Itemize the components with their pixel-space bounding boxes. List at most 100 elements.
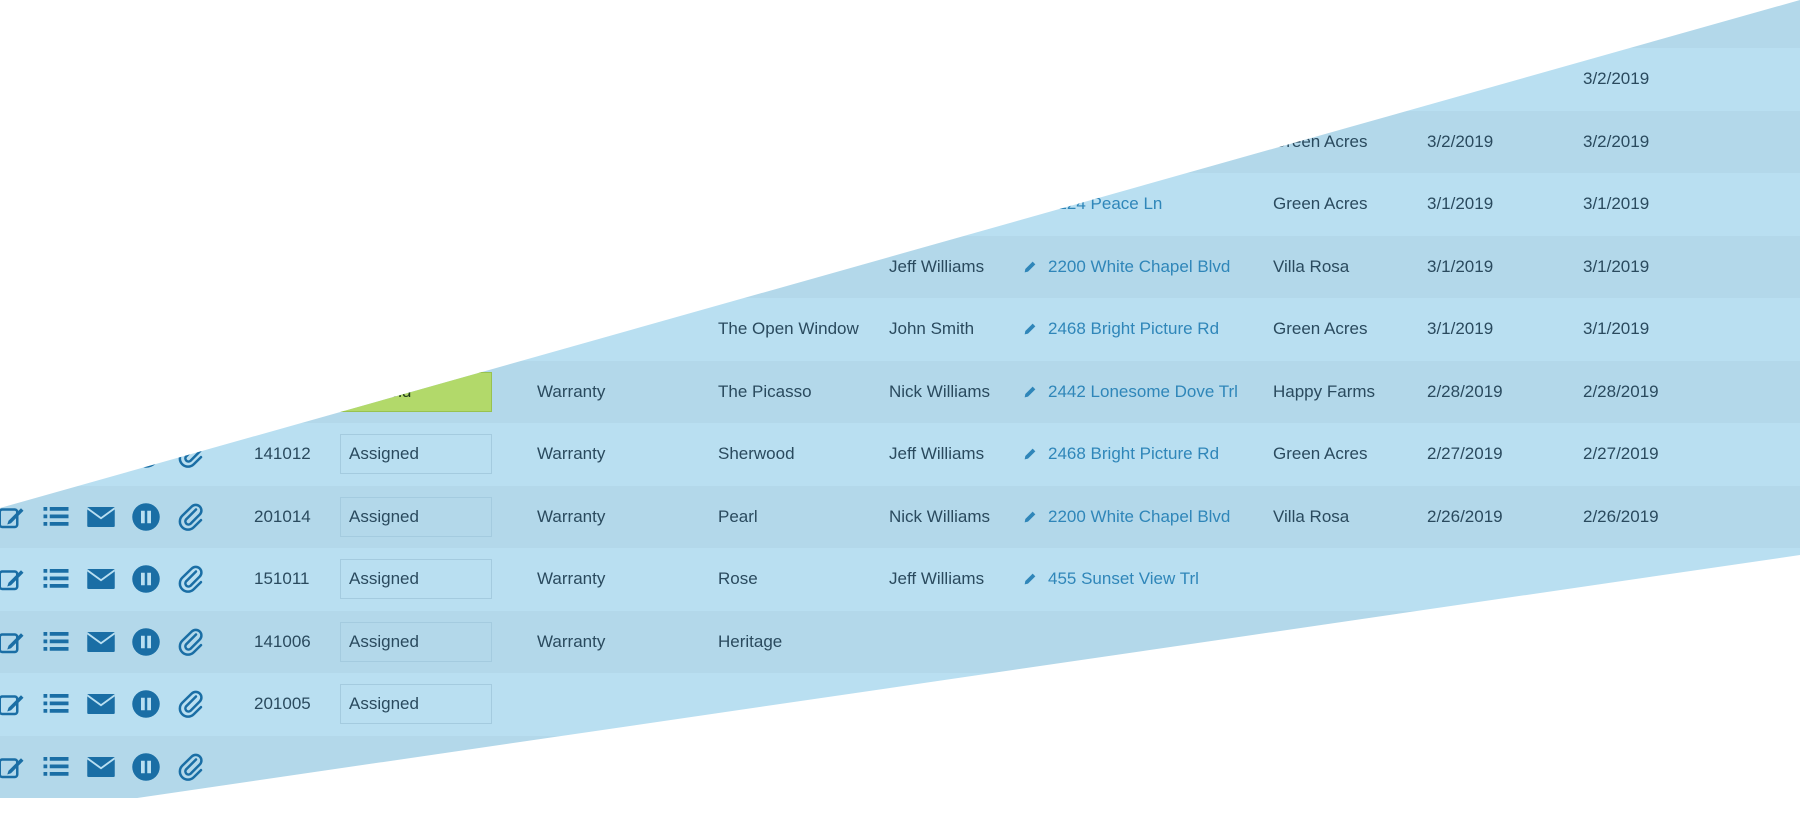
- status-select[interactable]: On Hold: [340, 371, 492, 412]
- edit-icon[interactable]: [0, 688, 27, 720]
- edit-icon[interactable]: [0, 751, 27, 783]
- pause-icon[interactable]: [130, 688, 161, 720]
- paperclip-icon[interactable]: [175, 688, 206, 720]
- pause-icon[interactable]: [130, 188, 161, 220]
- address-link[interactable]: 2468 Bright Picture Rd: [1022, 298, 1219, 361]
- mail-icon[interactable]: [86, 376, 117, 408]
- pause-icon[interactable]: [130, 251, 161, 283]
- assignee-name: Jeff Williams: [889, 444, 985, 464]
- community-name: appy Farms: [1273, 69, 1363, 89]
- status-select[interactable]: Assigned: [340, 434, 492, 475]
- edit-icon[interactable]: [0, 438, 27, 470]
- pause-icon[interactable]: [130, 126, 161, 158]
- pause-icon[interactable]: [130, 376, 161, 408]
- edit-icon[interactable]: [0, 126, 27, 158]
- created-date: 2/28/2019: [1427, 381, 1503, 401]
- list-icon[interactable]: [41, 8, 72, 40]
- mail-icon[interactable]: [86, 501, 117, 533]
- list-icon[interactable]: [41, 751, 72, 783]
- edit-icon[interactable]: [0, 188, 27, 220]
- paperclip-icon[interactable]: [175, 751, 206, 783]
- pause-icon[interactable]: [130, 313, 161, 345]
- paperclip-icon[interactable]: [175, 438, 206, 470]
- paperclip-icon[interactable]: [175, 63, 206, 95]
- assignee-name: Jeff Williams: [889, 256, 985, 276]
- edit-icon[interactable]: [0, 63, 27, 95]
- edit-icon[interactable]: [0, 8, 27, 40]
- edit-icon[interactable]: [0, 313, 27, 345]
- mail-icon[interactable]: [86, 188, 117, 220]
- mail-icon[interactable]: [86, 563, 117, 595]
- mail-icon[interactable]: [86, 438, 117, 470]
- pause-icon[interactable]: [130, 751, 161, 783]
- mail-icon[interactable]: [86, 8, 117, 40]
- list-icon[interactable]: [41, 126, 72, 158]
- list-icon[interactable]: [41, 688, 72, 720]
- mail-icon[interactable]: [86, 63, 117, 95]
- paperclip-icon[interactable]: [175, 126, 206, 158]
- pause-icon[interactable]: [130, 501, 161, 533]
- table-row[interactable]: [0, 735, 1800, 799]
- status-select[interactable]: Assigned: [340, 684, 492, 725]
- edit-icon[interactable]: [0, 251, 27, 283]
- address-link[interactable]: 2442 Lonesome Dove Trl: [1022, 361, 1238, 424]
- list-icon[interactable]: [41, 501, 72, 533]
- status-cell: [340, 736, 500, 799]
- pause-icon[interactable]: [130, 63, 161, 95]
- pause-icon[interactable]: [130, 438, 161, 470]
- community-name: Green Acres: [1273, 444, 1368, 464]
- request-type: Warranty: [537, 381, 606, 401]
- paperclip-icon[interactable]: [175, 251, 206, 283]
- list-icon[interactable]: [41, 563, 72, 595]
- list-icon[interactable]: [41, 251, 72, 283]
- status-select[interactable]: Assigned: [340, 621, 492, 662]
- address-link[interactable]: 2468 Bright Picture Rd: [1022, 111, 1219, 174]
- pause-icon[interactable]: [130, 626, 161, 658]
- status-select[interactable]: Assigned: [340, 559, 492, 600]
- mail-icon[interactable]: [86, 126, 117, 158]
- pause-icon[interactable]: [130, 8, 161, 40]
- paperclip-icon[interactable]: [175, 188, 206, 220]
- list-icon[interactable]: [41, 438, 72, 470]
- edit-icon[interactable]: [0, 626, 27, 658]
- pause-icon[interactable]: [130, 563, 161, 595]
- paperclip-icon[interactable]: [175, 8, 206, 40]
- address-link[interactable]: 2468 Bright Picture Rd: [1022, 423, 1219, 486]
- address-link[interactable]: 455 Sunset View Trl: [1022, 548, 1199, 611]
- community-name: Green Acres: [1273, 194, 1368, 214]
- paperclip-icon[interactable]: [175, 376, 206, 408]
- address-link[interactable]: 2200 White Chapel Blvd: [1022, 486, 1230, 549]
- list-icon[interactable]: [41, 626, 72, 658]
- mail-icon[interactable]: [86, 626, 117, 658]
- paperclip-icon[interactable]: [175, 563, 206, 595]
- edit-icon[interactable]: [0, 501, 27, 533]
- paperclip-icon[interactable]: [175, 501, 206, 533]
- mail-icon[interactable]: [86, 751, 117, 783]
- mail-icon[interactable]: [86, 688, 117, 720]
- list-icon[interactable]: [41, 188, 72, 220]
- address-link[interactable]: 1224 Peace Ln: [1022, 173, 1162, 236]
- edit-icon[interactable]: [0, 563, 27, 595]
- address-link[interactable]: 2200 White Chapel Blvd: [1022, 236, 1230, 299]
- mail-icon[interactable]: [86, 251, 117, 283]
- status-select[interactable]: Assigned: [340, 496, 492, 537]
- mail-icon[interactable]: [86, 313, 117, 345]
- list-icon[interactable]: [41, 63, 72, 95]
- table-row[interactable]: 3/2/2019: [0, 0, 1800, 48]
- edit-icon[interactable]: [0, 376, 27, 408]
- list-icon[interactable]: [41, 313, 72, 345]
- paperclip-icon[interactable]: [175, 313, 206, 345]
- paperclip-icon[interactable]: [175, 626, 206, 658]
- list-icon[interactable]: [41, 376, 72, 408]
